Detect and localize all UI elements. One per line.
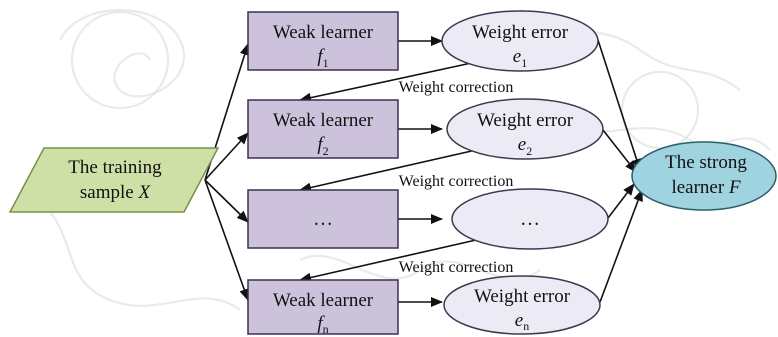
arrow-error-output-1 [597, 39, 642, 171]
weak-learner-n: Weak learner fn [247, 279, 399, 336]
weight-error-3: … [451, 188, 609, 250]
weight-error-1: Weight error e1 [441, 10, 599, 72]
weight-error-n-label: Weight error [474, 286, 571, 307]
weak-learner-1-label: Weak learner [273, 22, 374, 43]
weight-error-1-label: Weight error [472, 22, 569, 43]
training-sample-line2: sample X [80, 182, 152, 203]
training-sample-node: The training sample X [8, 147, 220, 213]
weak-learner-2: Weak learner f2 [247, 99, 399, 159]
weight-correction-label-1: Weight correction [399, 79, 514, 96]
weak-learner-2-label: Weak learner [273, 110, 374, 131]
weak-learner-n-symbol: fn [317, 313, 328, 336]
weak-learner-1: Weak learner f1 [247, 11, 399, 71]
weak-learner-3-label: … [313, 208, 333, 230]
weight-error-n-symbol: en [515, 310, 529, 333]
weight-error-1-symbol: e1 [513, 46, 527, 70]
arrow-correction-1 [299, 61, 477, 103]
arrow-correction-2 [299, 149, 477, 193]
weight-correction-label-3: Weight correction [399, 259, 514, 276]
connectors [204, 36, 643, 307]
weight-error-2: Weight error e2 [446, 98, 604, 160]
arrow-input-learner-3 [204, 179, 249, 223]
arrow-input-learner-2 [204, 132, 249, 181]
weight-error-3-label: … [520, 208, 540, 230]
weight-error-2-symbol: e2 [518, 134, 532, 158]
arrow-error-output-3 [607, 183, 635, 219]
weak-learner-1-symbol: f1 [317, 46, 328, 70]
strong-learner-node: The strong learner F [631, 141, 777, 211]
weak-learner-3: … [247, 189, 399, 249]
weak-learner-n-label: Weak learner [273, 290, 374, 311]
weight-error-2-label: Weight error [477, 110, 574, 131]
arrow-input-learner-4 [204, 179, 249, 301]
weight-error-n: Weight error en [443, 275, 601, 335]
training-sample-line1: The training [68, 157, 162, 178]
training-sample-shape [8, 147, 220, 213]
weak-learner-2-symbol: f2 [317, 134, 328, 158]
arrow-correction-3 [299, 239, 477, 283]
arrow-error-output-4 [599, 189, 643, 303]
arrow-error-output-2 [602, 129, 637, 173]
weight-correction-label-2: Weight correction [399, 173, 514, 190]
strong-learner-line1: The strong [665, 152, 747, 173]
strong-learner-line2: learner F [671, 177, 740, 198]
